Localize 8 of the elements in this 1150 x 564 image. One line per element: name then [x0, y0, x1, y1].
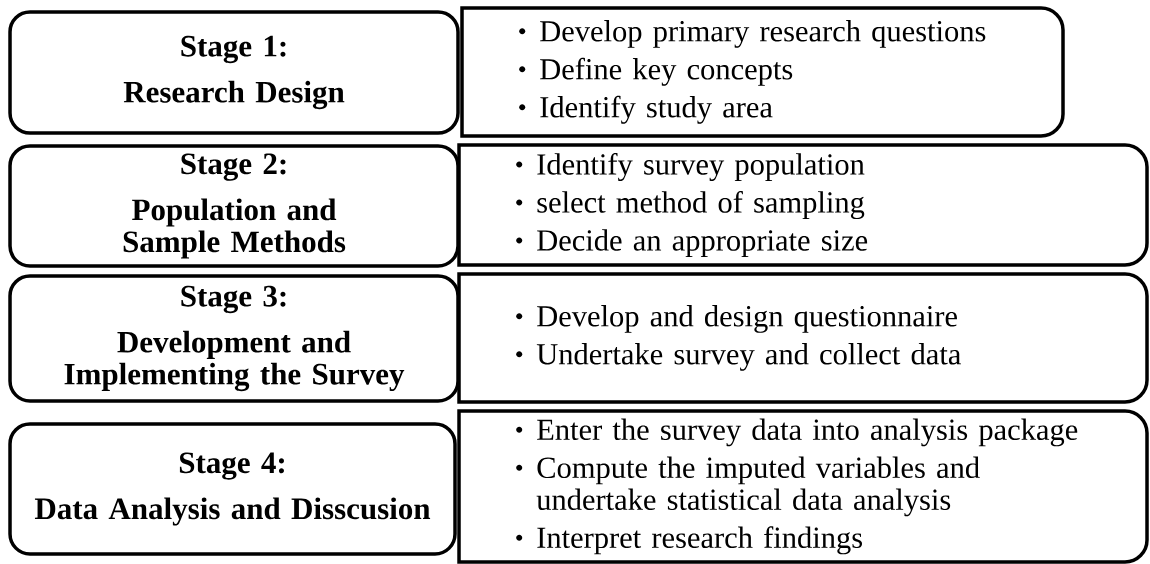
bullet-list-box: Develop primary research questions Define key concepts Identify study area	[460, 6, 1065, 138]
bullet-list-box: Develop and design questionnaire Undertake survey and collect data	[457, 272, 1149, 404]
stage-box: Stage 4: Data Analysis and Disscusion	[8, 422, 457, 556]
stage-box: Stage 3: Development and Implementing the Survey	[8, 274, 460, 403]
stage-box: Stage 1: Research Design	[8, 10, 460, 135]
bullet-list-box: Enter the survey data into analysis package Compute the imputed variables and undertake statistical data analysis Interpret research findings	[457, 409, 1149, 564]
bullet-list-box: Identify survey population select method of sampling Decide an appropriate size	[457, 143, 1149, 267]
stage-box: Stage 2: Population and Sample Methods	[8, 144, 460, 268]
